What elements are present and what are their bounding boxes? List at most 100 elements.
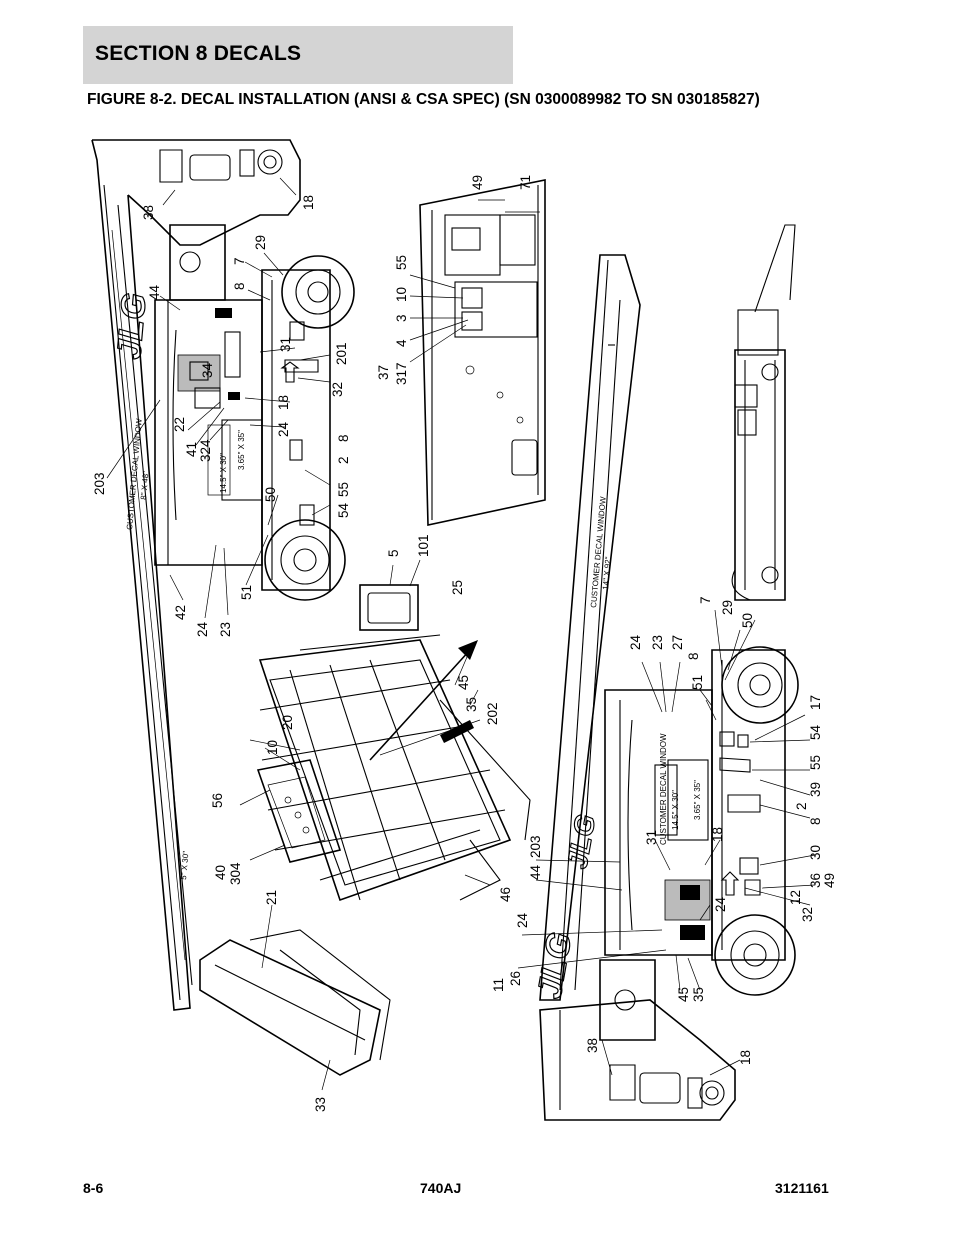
callout-20: 20 bbox=[280, 715, 295, 730]
callout-22: 22 bbox=[172, 417, 187, 432]
chassis-panel bbox=[409, 179, 546, 526]
platform-cover bbox=[199, 904, 391, 1091]
callout-44b: 44 bbox=[528, 864, 543, 880]
callout-42: 42 bbox=[173, 605, 188, 620]
callout-203b: 203 bbox=[528, 835, 543, 858]
callout-39: 39 bbox=[808, 782, 823, 797]
callout-24e: 24 bbox=[515, 912, 530, 928]
callout-37: 37 bbox=[376, 365, 391, 380]
callout-29: 29 bbox=[253, 235, 268, 250]
svg-text:JLG: JLG bbox=[561, 812, 601, 871]
callout-324: 324 bbox=[198, 439, 213, 462]
callout-55: 55 bbox=[336, 482, 351, 497]
callout-8d: 8 bbox=[808, 817, 823, 825]
callout-24d: 24 bbox=[713, 896, 728, 912]
callout-18b: 18 bbox=[276, 395, 291, 410]
callout-44: 44 bbox=[147, 284, 162, 300]
callout-10: 10 bbox=[394, 287, 409, 302]
callout-317: 317 bbox=[394, 362, 409, 385]
callout-36: 36 bbox=[808, 873, 823, 888]
callout-71: 71 bbox=[518, 175, 533, 190]
callout-2b: 2 bbox=[794, 802, 809, 810]
callout-7b: 7 bbox=[698, 596, 713, 604]
section-title: SECTION 8 DECALS bbox=[95, 42, 302, 65]
figure-title: FIGURE 8-2. DECAL INSTALLATION (ANSI & C… bbox=[87, 91, 760, 108]
callout-5: 5 bbox=[386, 549, 401, 557]
page-number: 8-6 bbox=[83, 1180, 104, 1196]
callout-201: 201 bbox=[334, 342, 349, 365]
right-chassis-window-size: 14.5" X 30" bbox=[671, 790, 680, 830]
callout-18d: 18 bbox=[738, 1050, 753, 1065]
callout-203: 203 bbox=[92, 472, 107, 495]
callout-55b: 55 bbox=[394, 255, 409, 270]
callout-49b: 49 bbox=[822, 873, 837, 888]
document-number: 3121161 bbox=[775, 1180, 829, 1196]
callout-46: 46 bbox=[498, 887, 513, 902]
callout-10b: 10 bbox=[265, 740, 280, 755]
callout-51b: 51 bbox=[690, 675, 705, 690]
svg-text:JLG: JLG bbox=[110, 292, 154, 361]
callout-38: 38 bbox=[141, 205, 156, 220]
right-chassis-small-window: 3.65" X 35" bbox=[693, 780, 702, 820]
callout-23b: 23 bbox=[650, 635, 665, 650]
callout-55c: 55 bbox=[808, 755, 823, 770]
callout-202: 202 bbox=[485, 702, 500, 725]
callout-12: 12 bbox=[788, 890, 803, 905]
callout-40: 40 bbox=[213, 865, 228, 880]
callout-31: 31 bbox=[278, 337, 293, 352]
callout-54: 54 bbox=[336, 502, 351, 518]
right-machine: JLG JLG CUSTOMER DECAL WINDOW 14.5" X 30… bbox=[517, 609, 816, 1121]
left-boom-small-window: 5" X 30" bbox=[179, 851, 190, 881]
left-chassis-small-window: 3.65" X 35" bbox=[237, 430, 246, 470]
middle-boom: CUSTOMER DECAL WINDOW 14" X 92" bbox=[539, 254, 641, 1001]
callout-304: 304 bbox=[228, 862, 243, 885]
callout-50: 50 bbox=[263, 487, 278, 502]
callout-29b: 29 bbox=[720, 600, 735, 615]
callout-31b: 31 bbox=[644, 830, 659, 845]
callout-35: 35 bbox=[464, 697, 479, 712]
callout-25: 25 bbox=[450, 580, 465, 595]
callout-30: 30 bbox=[808, 845, 823, 860]
callout-32b: 32 bbox=[800, 907, 815, 922]
callout-8c: 8 bbox=[686, 652, 701, 660]
callout-54b: 54 bbox=[808, 724, 823, 740]
left-machine: JLG CUSTOMER DECAL WINDOW 8" X 48" 5" X … bbox=[91, 139, 355, 1011]
callout-33: 33 bbox=[313, 1097, 328, 1112]
callout-2: 2 bbox=[336, 456, 351, 464]
callout-45: 45 bbox=[456, 675, 471, 690]
callout-24b: 24 bbox=[195, 621, 210, 637]
callout-8: 8 bbox=[232, 282, 247, 290]
callout-3: 3 bbox=[394, 314, 409, 322]
left-boom-window-size: 8" X 48" bbox=[139, 471, 150, 501]
callout-21: 21 bbox=[264, 890, 279, 905]
callout-27: 27 bbox=[670, 635, 685, 650]
left-chassis-window: 14.5" X 30" bbox=[219, 453, 228, 493]
callout-11: 11 bbox=[491, 978, 506, 992]
callout-56: 56 bbox=[210, 793, 225, 808]
right-chassis-window-label: CUSTOMER DECAL WINDOW bbox=[659, 733, 668, 845]
callout-32: 32 bbox=[330, 382, 345, 397]
callout-18c: 18 bbox=[710, 827, 725, 842]
callout-49: 49 bbox=[470, 175, 485, 190]
callout-4: 4 bbox=[394, 339, 409, 347]
callout-50b: 50 bbox=[740, 613, 755, 628]
callout-41: 41 bbox=[184, 442, 199, 457]
callout-45b: 45 bbox=[676, 987, 691, 1002]
callout-26: 26 bbox=[508, 971, 523, 986]
callout-23: 23 bbox=[218, 622, 233, 637]
model-number: 740AJ bbox=[420, 1180, 462, 1196]
callout-35b: 35 bbox=[691, 987, 706, 1002]
callout-34: 34 bbox=[200, 362, 215, 378]
mid-boom-window-size: 14" X 92" bbox=[601, 556, 613, 590]
callout-18: 18 bbox=[301, 195, 316, 210]
callout-7: 7 bbox=[232, 257, 247, 265]
callout-51: 51 bbox=[239, 585, 254, 600]
jib-assembly bbox=[731, 224, 796, 601]
callout-101: 101 bbox=[416, 534, 431, 557]
callout-17: 17 bbox=[808, 695, 823, 710]
callout-8b: 8 bbox=[336, 434, 351, 442]
callout-24c: 24 bbox=[628, 634, 643, 650]
manual-case bbox=[359, 559, 421, 631]
callout-38b: 38 bbox=[585, 1038, 600, 1053]
